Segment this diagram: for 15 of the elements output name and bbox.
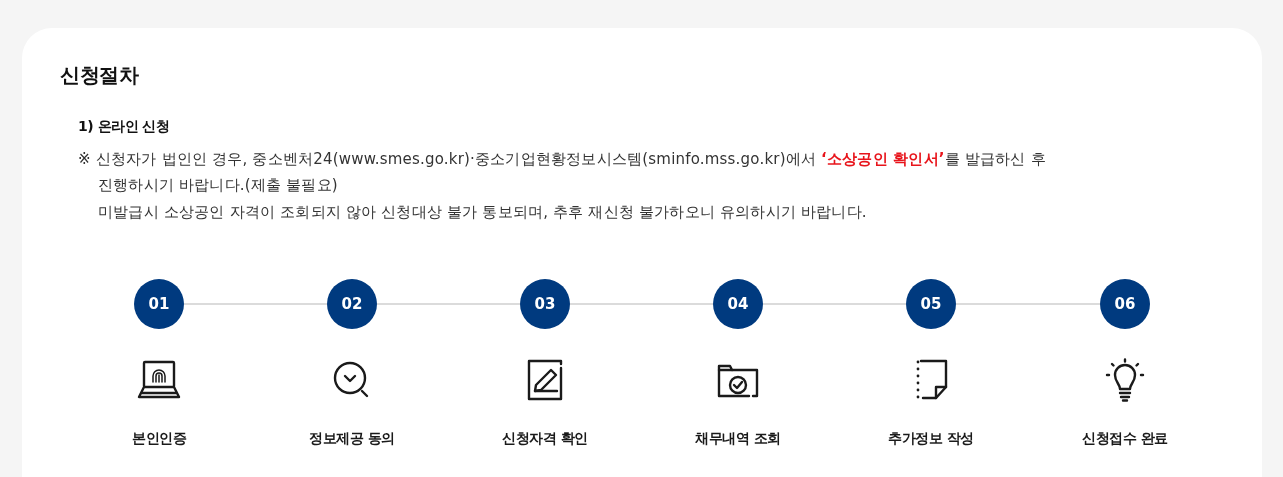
step-label: 정보제공 동의 xyxy=(309,429,395,448)
notice-text: 미발급시 소상공인 자격이 조회되지 않아 신청대상 불가 통보되며, 추후 재신청 불가하오니 유의하시기 바랍니다. xyxy=(98,202,868,223)
step-label: 채무내역 조회 xyxy=(695,429,781,448)
connector-line xyxy=(762,303,907,305)
step-label: 신청자격 확인 xyxy=(502,429,588,448)
subsection-heading: 1) 온라인 신청 xyxy=(78,117,170,136)
section-heading: 신청절차 xyxy=(60,62,138,89)
step-label: 신청접수 완료 xyxy=(1082,429,1168,448)
connector-line xyxy=(569,303,714,305)
connector-line xyxy=(955,303,1101,305)
step-label: 추가정보 작성 xyxy=(888,429,974,448)
connector-line xyxy=(376,303,521,305)
step-label: 본인인증 xyxy=(132,429,186,448)
connector-line xyxy=(183,303,328,305)
notice-text: ※ 신청자가 법인인 경우, 중소벤처24(www.smes.go.kr)·중소기업현황정보시스템(sminfo.mss.go.kr)에서 ‘소상공인 확인서’를 발급하신 후 진행하시기 바랍니다.(제출 불필요) xyxy=(78,149,1047,196)
